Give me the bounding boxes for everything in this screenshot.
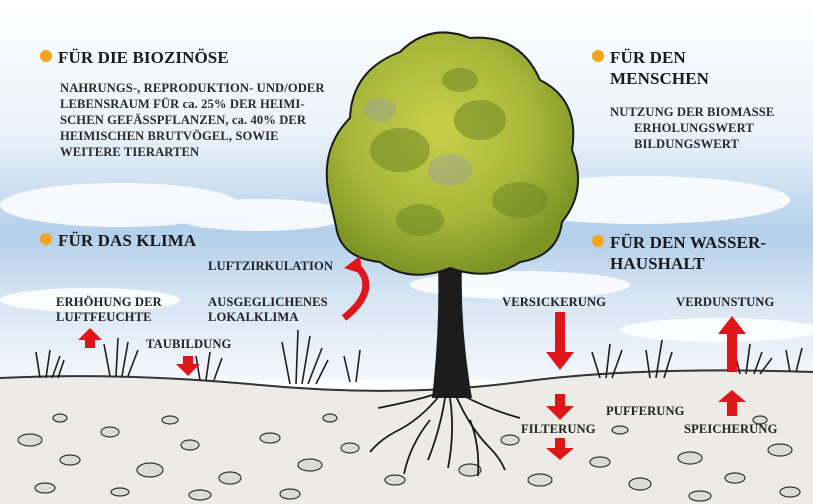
text-line: BILDUNGSWERT — [610, 136, 774, 152]
bullet-dot — [592, 50, 604, 62]
label-lokalklima: AUSGEGLICHENES LOKALKLIMA — [208, 295, 328, 325]
text-line: NAHRUNGS-, REPRODUKTION- UND/ODER — [60, 80, 325, 96]
text-line: ERHOLUNGSWERT — [610, 120, 774, 136]
biozinose-text: NAHRUNGS-, REPRODUKTION- UND/ODER LEBENS… — [60, 80, 325, 160]
heading-biozinose: FÜR DIE BIOZINÖSE — [40, 47, 229, 68]
label-luftzirkulation: LUFTZIRKULATION — [208, 259, 333, 274]
label-pufferung: PUFFERUNG — [606, 404, 685, 419]
text-line: SCHEN GEFÄSSPFLANZEN, ca. 40% DER — [60, 112, 325, 128]
text-line: LEBENSRAUM FÜR ca. 25% DER HEIMI- — [60, 96, 325, 112]
label-erhoehung-luftfeuchte: ERHÖHUNG DER LUFTFEUCHTE — [56, 295, 162, 325]
label-verdunstung: VERDUNSTUNG — [676, 295, 774, 310]
text-line: WEITERE TIERARTEN — [60, 144, 325, 160]
label-taubildung: TAUBILDUNG — [146, 337, 231, 352]
bullet-dot — [592, 235, 604, 247]
label-versickerung: VERSICKERUNG — [502, 295, 606, 310]
label-speicherung: SPEICHERUNG — [684, 422, 777, 437]
menschen-text: NUTZUNG DER BIOMASSE ERHOLUNGSWERT BILDU… — [610, 104, 774, 152]
heading-wasserhaushalt: FÜR DEN WASSER- HAUSHALT — [592, 232, 766, 274]
bullet-dot — [40, 50, 52, 62]
bullet-dot — [40, 233, 52, 245]
heading-klima: FÜR DAS KLIMA — [40, 230, 196, 251]
text-line: HEIMISCHEN BRUTVÖGEL, SOWIE — [60, 128, 325, 144]
text-line: NUTZUNG DER BIOMASSE — [610, 104, 774, 120]
label-filterung: FILTERUNG — [521, 422, 596, 437]
heading-menschen: FÜR DEN MENSCHEN — [592, 47, 709, 89]
